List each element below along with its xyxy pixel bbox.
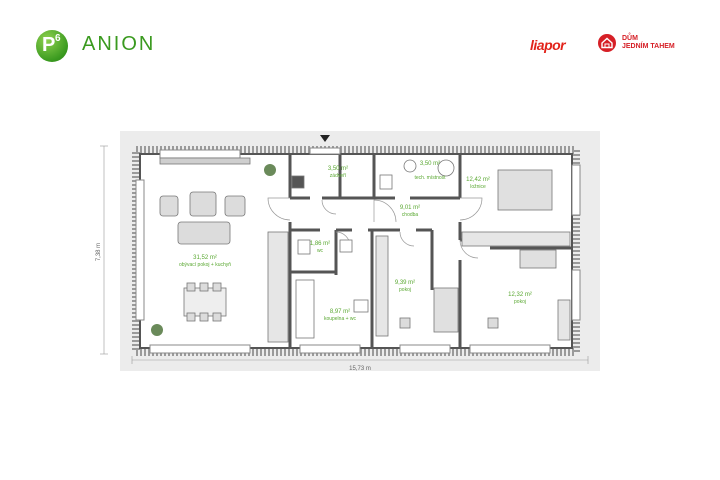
room-name: pokoj [514,299,526,305]
desk-chair-icon [487,317,499,329]
stove-icon [291,175,305,189]
room-area: 12,32 m² [508,292,532,298]
room-area: 3,50 m² [328,166,348,172]
depth-dimension: 7,38 m [96,243,102,261]
desk [557,299,571,341]
wardrobe-icon [375,235,389,337]
dining-table-icon [183,287,227,317]
room-area: 9,39 m² [395,280,415,286]
p6-logo: P 6 [36,30,68,62]
partner-line-2: JEDNÍM TAHEM [622,43,675,50]
house-title: ANION [82,33,156,55]
armchair-icon [189,191,217,217]
room-name: obývací pokoj + kuchyň [179,262,231,268]
plant-icon [151,164,276,336]
house-icon [598,34,616,52]
partner-line-1: DŮM [622,35,638,42]
room-name: zádveří [330,173,347,179]
room-area: 31,52 m² [193,255,217,261]
bed-icon [433,287,459,333]
tv-cabinet [159,157,251,165]
kitchen-counter [267,231,289,343]
desk-chair-icon [399,317,411,329]
logo-number: 6 [55,33,61,44]
interior-walls [288,154,572,348]
sofa-icon [177,221,231,245]
room-labels: 31,52 m² obývací pokoj + kuchyň 3,50 m² … [179,161,532,322]
bed-icon [519,249,557,269]
partner-logo: liapor [530,37,566,53]
logo-letter: P [42,34,56,56]
room-area: 8,97 m² [330,309,350,315]
sink-icon [353,299,369,313]
header: P 6 ANION liapor DŮM JEDNÍM TAHEM [0,0,720,90]
room-area: 3,50 m² [420,161,440,167]
dimension-lines [100,145,589,364]
cabinet [379,174,393,190]
door-swings [267,197,483,259]
water-tank-icon [437,159,455,177]
room-area: 9,01 m² [400,205,420,211]
room-name: chodba [402,212,419,218]
room-name: pokoj [399,287,411,293]
room-name: koupelna + wc [324,316,357,322]
width-dimension: 15,73 m [349,366,371,372]
boiler-icon [403,159,417,173]
living-furniture [159,157,289,343]
partner-text: DŮM JEDNÍM TAHEM [622,35,675,51]
toilet-icon [297,239,311,255]
entrance-arrow-icon [320,135,330,142]
windows [135,149,581,354]
room-name: ložnice [470,184,486,190]
bathtub-icon [295,279,315,339]
washer-icon [339,239,353,253]
armchair-icon [159,195,179,217]
entrance-door [309,147,341,155]
room-name: tech. místnost [414,175,446,181]
room-area: 1,86 m² [310,241,330,247]
bed-icon [497,169,553,211]
armchair-icon [224,195,246,217]
room-area: 12,42 m² [466,177,490,183]
room-name: wc [317,248,324,254]
wardrobe-icon [461,231,571,247]
